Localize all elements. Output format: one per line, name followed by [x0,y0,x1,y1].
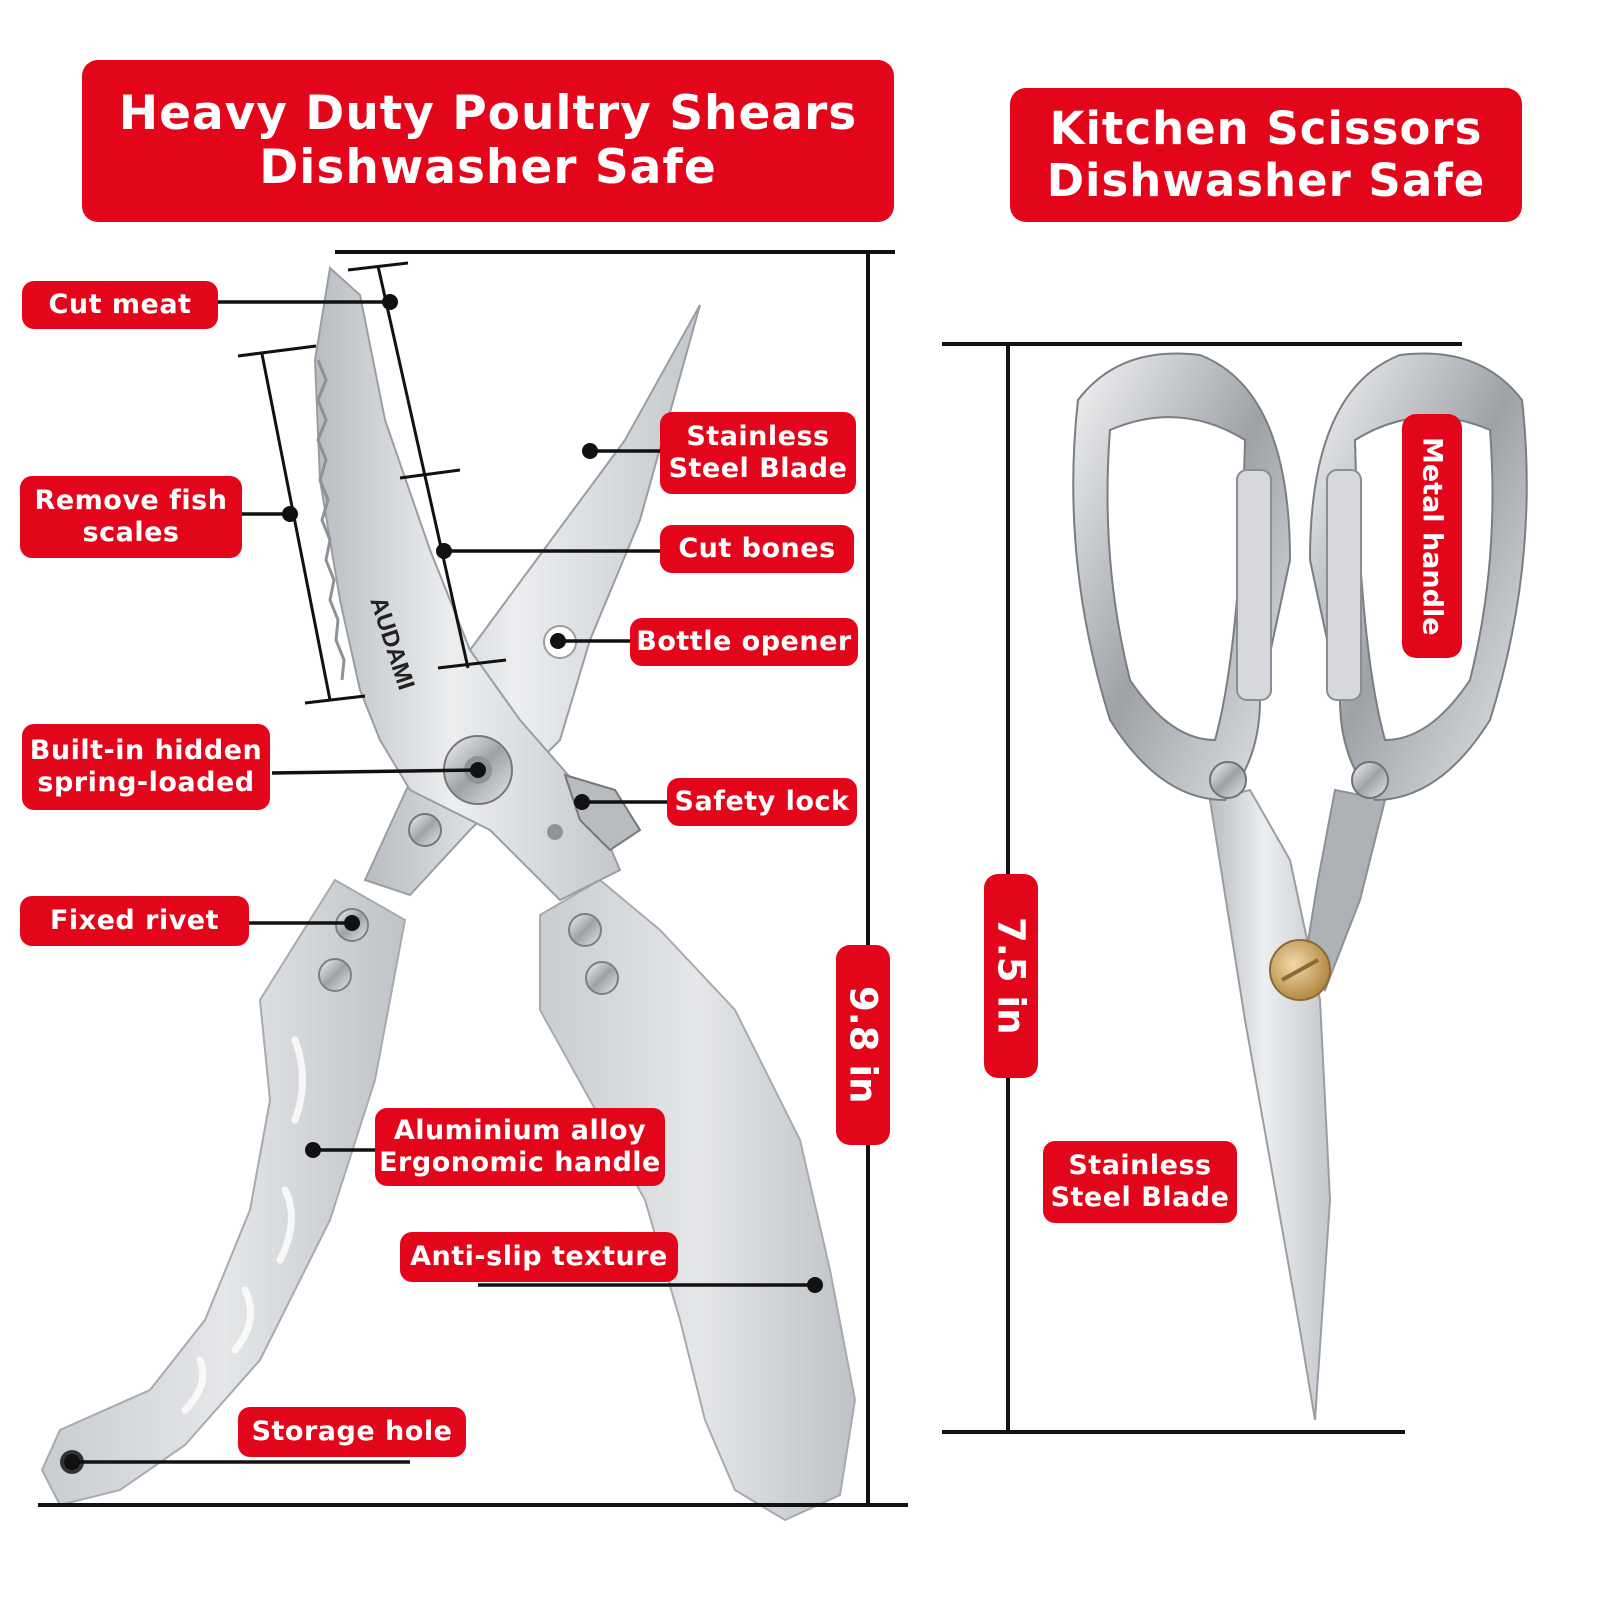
scissors-left-loop [1072,352,1292,802]
dimension-shears-length: 9.8 in [836,945,890,1145]
shears-small-pin [547,824,563,840]
callout-scissors-stainless-blade: Stainless Steel Blade [1043,1141,1237,1223]
shears-safety-lock [563,773,642,852]
dimension-shears-length-text: 9.8 in [841,986,885,1104]
callout-spring-line1: Built-in hidden [29,735,263,767]
callout-stainless-blade-line2: Steel Blade [668,453,848,484]
callout-remove-fish-scales: Remove fish scales [20,476,242,558]
scissors-pivot-slot [1281,958,1319,982]
scissors-blade-left [1208,788,1332,1421]
callout-handle-line2: Ergonomic handle [379,1147,661,1178]
callout-scissors-blade-line1: Stainless [1068,1150,1212,1182]
callout-storage-hole: Storage hole [238,1407,466,1457]
callout-cut-meat-text: Cut meat [48,289,192,321]
dimension-scissors-length: 7.5 in [984,874,1038,1078]
callout-cut-meat: Cut meat [22,281,218,329]
callout-remove-fish-scales-line1: Remove fish [34,485,228,517]
scissors-title-banner: Kitchen Scissors Dishwasher Safe [1010,88,1522,222]
callout-handle-line1: Aluminium alloy [393,1115,647,1147]
callout-metal-handle-text: Metal handle [1416,436,1448,636]
callout-stainless-steel-blade: Stainless Steel Blade [660,412,856,494]
callout-spring-line2: spring-loaded [37,767,255,798]
kitchen-scissors-image [1072,352,1528,1421]
scissors-left-grip-texture [1236,469,1272,701]
callout-storage-hole-text: Storage hole [251,1416,453,1448]
scissors-left-rivet [1209,761,1247,799]
scissors-title-line2: Dishwasher Safe [1046,154,1486,207]
callout-anti-slip-text: Anti-slip texture [410,1241,668,1273]
callout-scissors-blade-line2: Steel Blade [1050,1182,1230,1213]
shears-stop-pin [408,813,442,847]
feature-brackets [237,261,507,705]
shears-title-banner: Heavy Duty Poultry Shears Dishwasher Saf… [82,60,894,222]
callout-cut-bones: Cut bones [660,525,854,573]
callout-safety-lock-text: Safety lock [674,786,850,818]
shears-title-line1: Heavy Duty Poultry Shears [118,85,858,141]
leader-dots [64,294,823,1470]
callout-ergonomic-handle: Aluminium alloy Ergonomic handle [375,1108,665,1186]
callout-fixed-rivet: Fixed rivet [20,896,249,946]
shears-finger-grooves [181,1036,306,1414]
leader-lines [72,300,815,1464]
callout-spring-loaded: Built-in hidden spring-loaded [22,724,270,810]
scissors-right-rivet [1351,761,1389,799]
callout-anti-slip-texture: Anti-slip texture [400,1232,678,1282]
callout-bottle-opener-text: Bottle opener [636,626,852,658]
scissors-right-grip-texture [1326,469,1362,701]
callout-fixed-rivet-text: Fixed rivet [49,905,220,937]
callout-remove-fish-scales-line2: scales [82,517,180,548]
dimension-scissors-length-text: 7.5 in [989,917,1033,1035]
callout-cut-bones-text: Cut bones [678,533,836,565]
callout-metal-handle: Metal handle [1402,414,1462,658]
callout-bottle-opener: Bottle opener [630,618,858,666]
callout-stainless-blade-line1: Stainless [686,421,830,453]
shears-upper-blade [313,266,622,902]
shears-serrated-edge [316,359,346,681]
shears-title-line2: Dishwasher Safe [259,140,717,195]
scissors-title-line1: Kitchen Scissors [1049,102,1483,156]
callout-safety-lock: Safety lock [667,778,857,826]
